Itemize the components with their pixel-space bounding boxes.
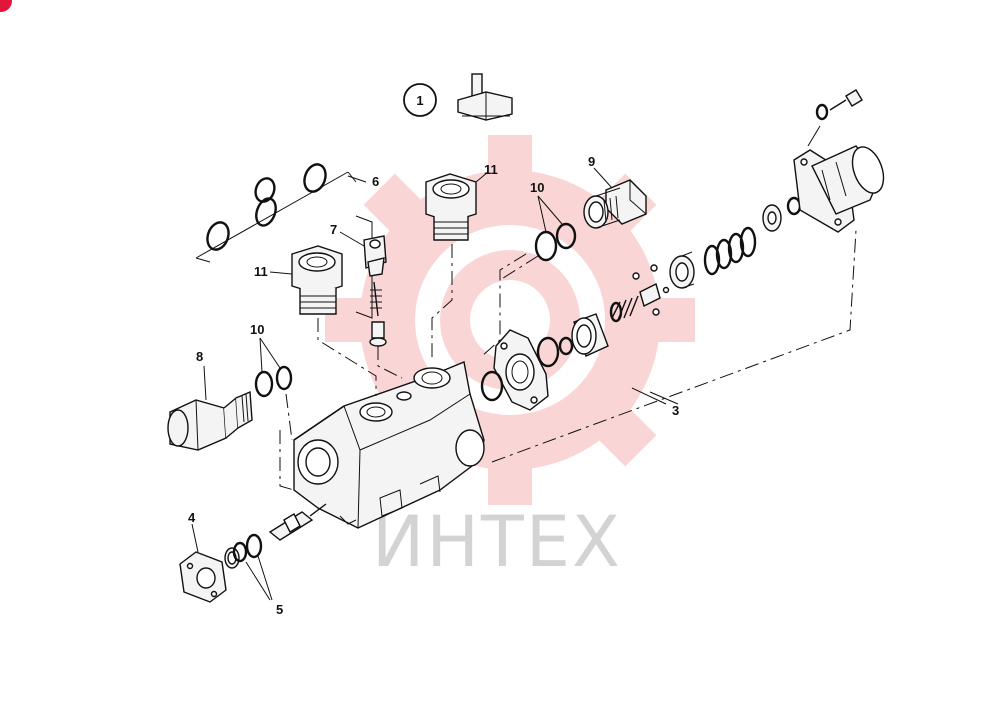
label-6: 6: [372, 174, 379, 189]
spring-seat-and-spring: [669, 196, 802, 289]
cap-screw: [807, 89, 863, 147]
seal-rings-part-10-left: [254, 337, 293, 398]
valve-body: [293, 361, 485, 529]
flange-cover-part-3: [480, 313, 609, 411]
oring-set-part-6: [195, 163, 367, 263]
label-10-top: 10: [530, 180, 544, 195]
label-8: 8: [196, 349, 203, 364]
relief-valve-part-8: [167, 365, 253, 451]
seal-rings-part-5: [224, 533, 273, 601]
hex-fitting-part-11-top: [425, 171, 489, 241]
watermark-text: ИНТЕХ: [372, 501, 622, 583]
label-9: 9: [588, 154, 595, 169]
seal-rings-part-10-top: [534, 195, 577, 262]
label-11-left: 11: [254, 264, 268, 279]
label-4: 4: [188, 510, 196, 525]
label-10-left: 10: [250, 322, 264, 337]
view-number: 1: [416, 93, 423, 108]
label-11-top: 11: [484, 162, 498, 177]
mounting-detail-icon: [457, 73, 513, 121]
end-cap: [793, 145, 885, 233]
spring-and-poppet: [609, 264, 670, 323]
hex-fitting-part-11-left: [269, 245, 343, 315]
spool-shaft: [268, 503, 327, 541]
label-3: 3: [672, 403, 679, 418]
flange-part-4: [179, 523, 227, 603]
adjust-screw-part-7: [339, 215, 387, 347]
view-indicator: 1: [403, 73, 513, 121]
label-7: 7: [330, 222, 337, 237]
label-5: 5: [276, 602, 283, 617]
check-valve-part-9: [583, 167, 647, 229]
